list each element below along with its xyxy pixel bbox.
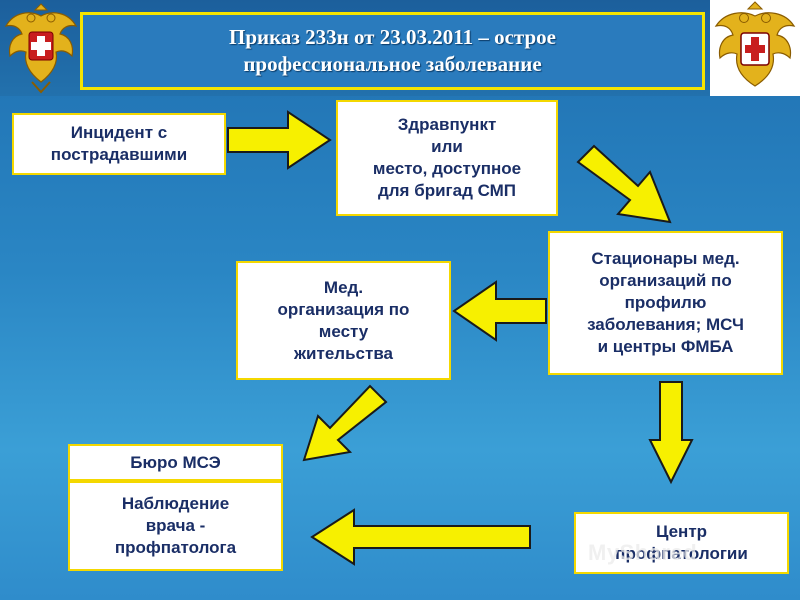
node-hospitals-line: организаций по (599, 271, 732, 290)
node-hospitals-line: заболевания; МСЧ (587, 315, 744, 334)
node-mse-bureau: Бюро МСЭ (68, 444, 283, 481)
title-line-2: профессиональное заболевание (243, 52, 542, 76)
node-health-post: Здравпункт или место, доступное для бриг… (336, 100, 558, 216)
node-hospitals-line: и центры ФМБА (597, 337, 734, 356)
node-hospitals-line: профилю (624, 293, 707, 312)
emblem-right-icon (710, 0, 800, 96)
node-health-post-line: место, доступное (372, 159, 522, 178)
node-residence-org: Мед. организация по месту жительства (236, 261, 451, 380)
watermark: MyShared (588, 540, 698, 565)
arrow-diagonal-down-left-icon (302, 384, 388, 462)
arrow-down-icon (648, 381, 694, 485)
node-residence-org-line: организация по (277, 299, 410, 319)
node-incident-line: пострадавшими (50, 145, 188, 164)
arrow-right-icon (227, 110, 332, 170)
arrow-diagonal-down-right-icon (576, 144, 672, 224)
node-health-post-line: для бригад СМП (377, 181, 517, 200)
node-residence-org-line: Мед. (323, 277, 364, 297)
node-center-line: Центр (655, 522, 708, 541)
node-observation: Наблюдение врача - профпатолога (68, 481, 283, 571)
title-line-1: Приказ 233н от 23.03.2011 – острое (229, 25, 556, 49)
emblem-left-icon (2, 2, 80, 94)
node-hospitals-line: Стационары мед. (591, 249, 740, 268)
node-observation-line: Наблюдение (121, 494, 230, 513)
arrow-left-icon (310, 508, 531, 566)
node-mse-bureau-line: Бюро МСЭ (130, 452, 221, 472)
node-observation-line: профпатолога (114, 538, 237, 557)
node-observation-line: врача - (145, 516, 206, 535)
node-center: Центр профпатологии (574, 512, 789, 574)
arrow-left-icon (452, 280, 547, 342)
node-hospitals: Стационары мед. организаций по профилю з… (548, 231, 783, 375)
node-incident-line: Инцидент с (70, 123, 168, 142)
node-residence-org-line: жительства (294, 343, 393, 363)
node-health-post-line: или (431, 137, 463, 156)
node-residence-org-line: месту (318, 321, 369, 341)
node-incident: Инцидент с пострадавшими (12, 113, 226, 175)
title-box: Приказ 233н от 23.03.2011 – острое профе… (80, 12, 705, 90)
node-health-post-line: Здравпункт (397, 115, 497, 134)
node-center-line: профпатологии (615, 544, 748, 563)
